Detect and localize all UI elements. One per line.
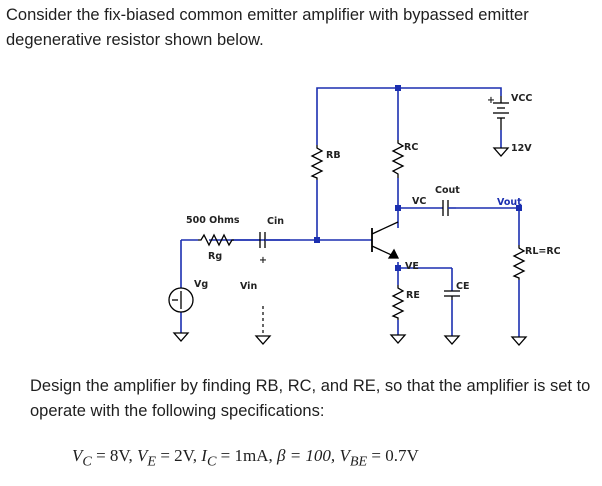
rc-resistor [391, 140, 405, 178]
label-vin-plus: + [259, 255, 267, 266]
amplifier-circuit-diagram: VCC 12V + RC RB VC Cout Vout 500 Ohms Ci… [168, 85, 561, 346]
label-rb: RB [326, 150, 341, 161]
formula-ve-sub: E [147, 453, 157, 470]
formula-ic-value: = 1mA, [216, 446, 277, 465]
label-battery-plus: + [487, 95, 495, 106]
formula-ic-sub: C [206, 453, 217, 470]
design-instructions: Design the amplifier by finding RB, RC, … [30, 377, 591, 420]
ground-ce [443, 335, 461, 345]
label-ce: CE [456, 281, 469, 292]
formula-vbe-value: = 0.7V [367, 446, 419, 465]
label-vcc: VCC [511, 93, 532, 104]
formula-vbe-sub: BE [349, 453, 368, 470]
rl-resistor [512, 245, 526, 280]
label-re: RE [406, 290, 420, 301]
label-vg: Vg [194, 279, 208, 290]
formula-vc: V [72, 446, 83, 465]
transistor-emitter-arrow [387, 248, 400, 259]
re-resistor [391, 285, 405, 320]
rg-resistor [198, 233, 234, 247]
label-vcc-value: 12V [511, 143, 532, 154]
circuit-components [168, 96, 526, 320]
label-rc: RC [404, 142, 418, 153]
label-rg-value: 500 Ohms [186, 215, 240, 226]
label-vout: Vout [497, 197, 522, 208]
problem-intro: Consider the fix-biased common emitter a… [6, 6, 529, 49]
circuit-nodes [314, 85, 522, 271]
label-vc: VC [412, 196, 426, 207]
ground-symbols [172, 147, 528, 346]
formula-ic: I [201, 446, 207, 465]
ground-vin [254, 335, 272, 345]
ground-battery [492, 147, 510, 157]
formula-ve-value: = 2V, [156, 446, 202, 465]
formula-vc-sub: C [82, 453, 92, 470]
label-rg: Rg [208, 251, 222, 262]
label-ve: VE [405, 261, 419, 272]
specifications-formula: VC = 8V, VE = 2V, IC = 1mA, β = 100, VBE… [72, 446, 419, 470]
circuit-wires [180, 87, 520, 337]
label-cout: Cout [435, 185, 460, 196]
formula-beta: β = 100, [276, 446, 340, 465]
rb-resistor [310, 145, 324, 180]
ground-vg [172, 332, 190, 342]
label-cin: Cin [267, 216, 284, 227]
label-rl: RL=RC [525, 246, 561, 257]
ground-re [389, 334, 407, 344]
label-vin: Vin [240, 281, 257, 292]
formula-vc-value: = 8V, [91, 446, 138, 465]
ground-rl [510, 336, 528, 346]
formula-vbe: V [339, 446, 350, 465]
vg-source [168, 287, 194, 313]
formula-ve: V [137, 446, 148, 465]
